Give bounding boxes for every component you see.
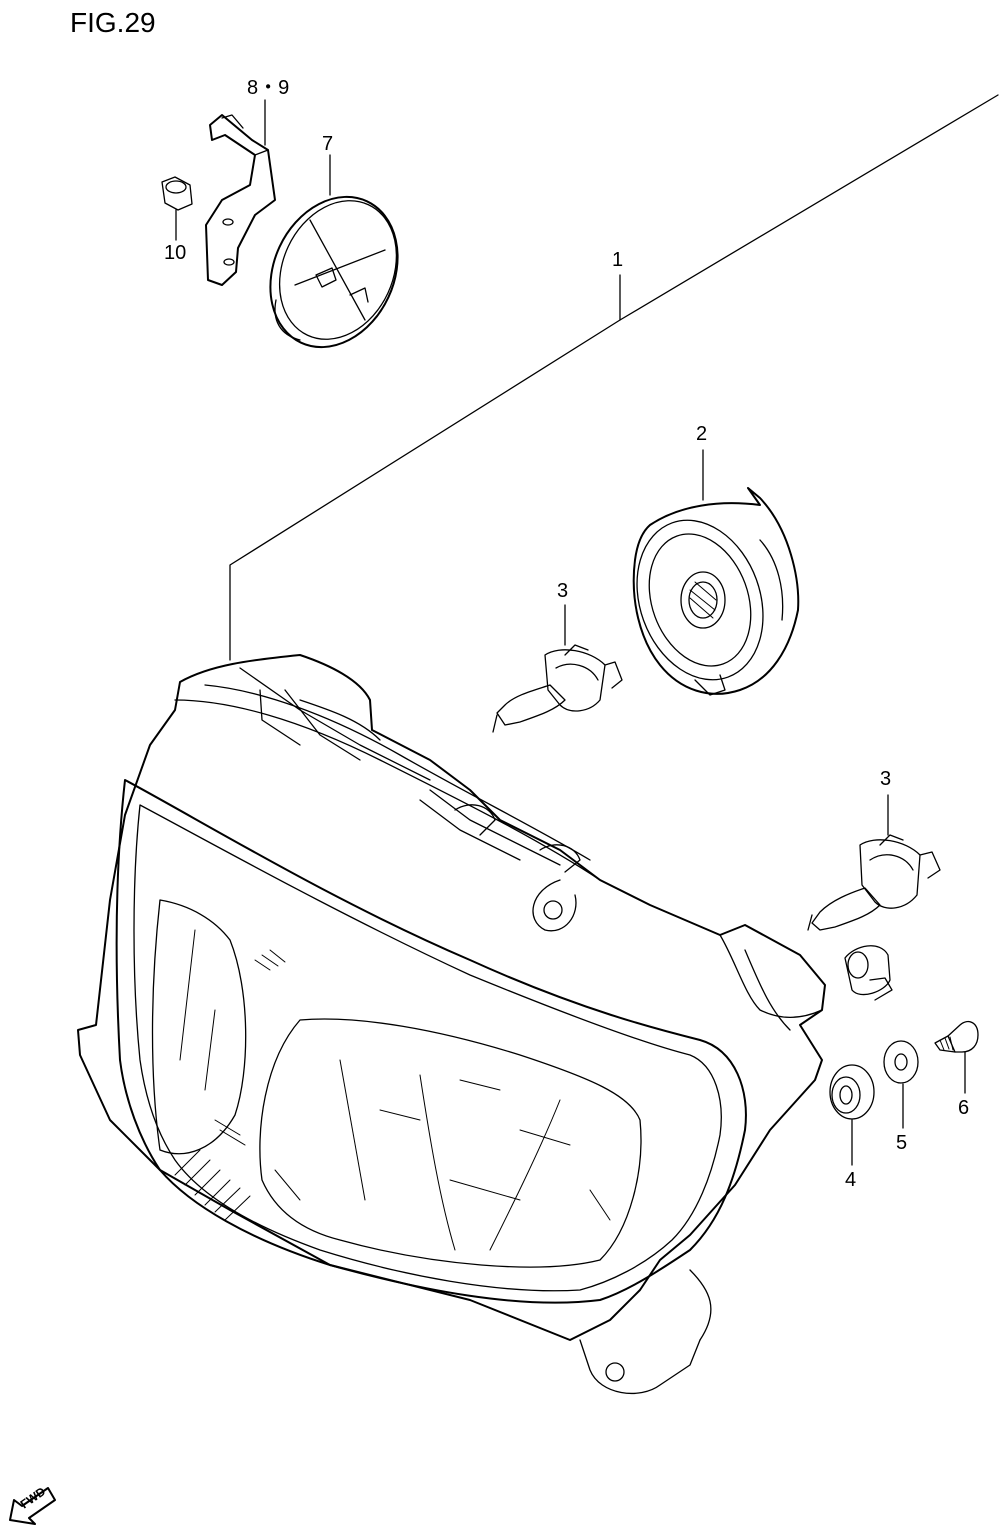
callout-6: 6 bbox=[958, 1097, 969, 1119]
callout-3b: 3 bbox=[880, 768, 891, 790]
bulb-lower bbox=[807, 834, 941, 931]
nut bbox=[161, 176, 193, 211]
callout-8-9: 8・9 bbox=[247, 77, 289, 99]
headlamp-assembly bbox=[77, 654, 826, 1395]
fwd-arrow-icon: FWD bbox=[9, 1484, 56, 1525]
position-bulb-socket bbox=[844, 945, 893, 1001]
leader-line-1 bbox=[229, 94, 999, 661]
callout-7: 7 bbox=[322, 133, 333, 155]
socket-cover bbox=[632, 487, 800, 696]
grommet bbox=[829, 1064, 875, 1120]
bracket bbox=[205, 114, 276, 286]
washer bbox=[883, 1040, 919, 1084]
headlamp-cap bbox=[269, 195, 399, 349]
callout-2: 2 bbox=[696, 423, 707, 445]
callout-5: 5 bbox=[896, 1132, 907, 1154]
callout-1: 1 bbox=[612, 249, 623, 271]
screw bbox=[934, 1021, 979, 1053]
bulb-upper bbox=[492, 644, 623, 733]
callout-4: 4 bbox=[845, 1169, 856, 1191]
callout-3a: 3 bbox=[557, 580, 568, 602]
callout-10: 10 bbox=[164, 242, 186, 264]
figure-title: FIG.29 bbox=[70, 7, 156, 38]
